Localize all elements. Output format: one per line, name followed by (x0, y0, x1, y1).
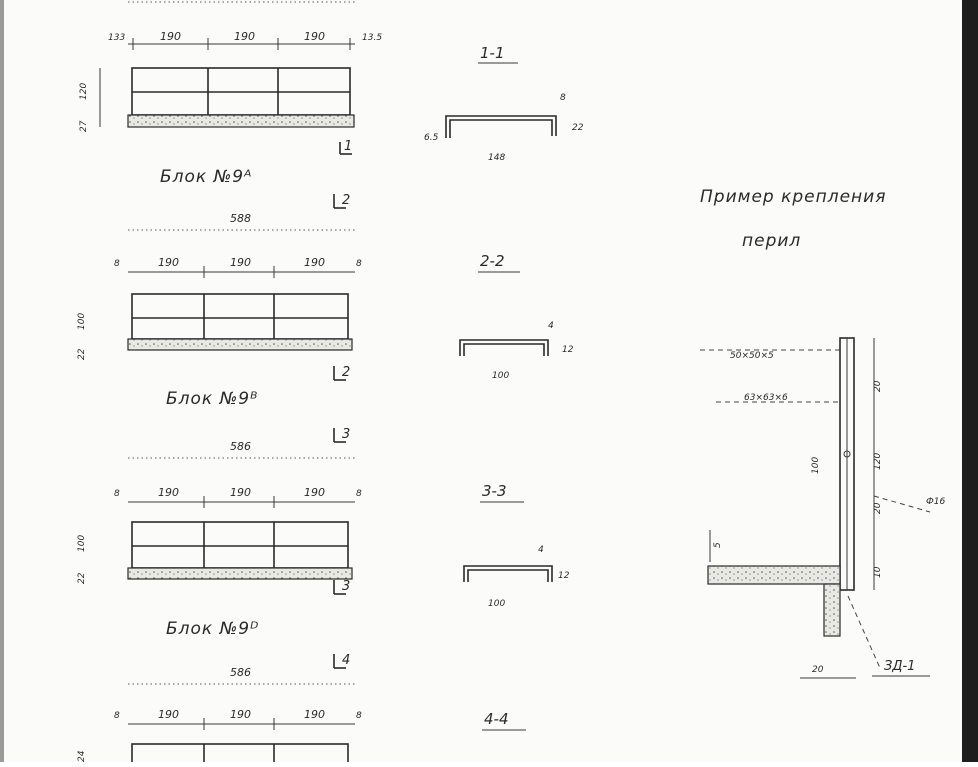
block-3-cut-top: 3 (342, 427, 350, 442)
section-3-dim-right: 12 (558, 571, 570, 581)
block-4-frame (131, 743, 349, 767)
section-2-dim-top: 4 (548, 321, 554, 331)
block-3-cut-bottom: 3 (342, 579, 350, 594)
block-4-dim-3: 190 (230, 708, 251, 721)
section-1-dim-top: 8 (560, 93, 566, 103)
block-1: 133 190 190 190 13.5 27 120 1 Блок №9ᴬ (79, 1, 382, 187)
block-3-side-1: 22 (77, 572, 87, 584)
detail-dim-right-1: 20 (873, 380, 883, 392)
callout-mid: 63×63×6 (744, 393, 788, 403)
section-2-dim-width: 100 (492, 371, 509, 381)
section-3-dim-top: 4 (538, 545, 544, 555)
detail-beam (823, 583, 841, 637)
detail-mark: ЗД-1 (884, 659, 915, 674)
block-1-dim-2: 190 (160, 30, 181, 43)
block-1-title: Блок №9ᴬ (160, 167, 252, 187)
block-3-total: 586 (230, 440, 251, 453)
scan-edge-right (962, 0, 978, 762)
bolt-hole (843, 450, 851, 458)
block-2-dim-1: 8 (114, 259, 120, 269)
section-2-2: 2-2 100 4 12 (459, 252, 574, 381)
detail-dim-right-2: 120 (873, 453, 883, 470)
block-4-dim-2: 190 (158, 708, 179, 721)
block-1-dim-5: 13.5 (362, 33, 382, 43)
block-3-dim-5: 8 (356, 489, 362, 499)
detail-dim-right-3: 20 (873, 502, 883, 514)
section-4-label: 4-4 (484, 710, 509, 728)
block-2-dim-2: 190 (158, 256, 179, 269)
block-2-cut-top: 2 (342, 193, 350, 208)
callout-top: 50×50×5 (730, 351, 774, 361)
block-2-dim-4: 190 (304, 256, 325, 269)
block-4-dim-5: 8 (356, 711, 362, 721)
section-4-4: 4-4 (482, 710, 526, 731)
block-2-side-2: 100 (77, 313, 87, 330)
block-1-side-2: 120 (79, 83, 89, 100)
block-4-dim-4: 190 (304, 708, 325, 721)
detail-dim-left: 100 (811, 457, 821, 474)
block-2-frame (131, 293, 349, 340)
detail-title-2: перил (742, 231, 801, 251)
block-3: 3 586 8 190 190 190 8 22 100 3 Блок №9ᴰ (77, 427, 362, 639)
block-3-title: Блок №9ᴰ (166, 619, 259, 639)
block-1-dim-4: 190 (304, 30, 325, 43)
block-1-side-1: 27 (79, 120, 89, 132)
section-1-dim-left: 6.5 (424, 133, 439, 143)
railing-detail: Пример крепления перил 50×50×5 63×63×6 2… (700, 187, 945, 679)
block-1-slab (127, 114, 355, 128)
block-3-frame (131, 521, 349, 569)
scan-edge (0, 0, 4, 762)
block-2-side-1: 22 (77, 348, 87, 360)
block-4-cut-top: 4 (342, 653, 350, 668)
section-3-3: 3-3 100 4 12 (463, 482, 570, 609)
section-1-1: 1-1 148 6.5 8 22 (424, 44, 584, 163)
block-4-dim-1: 8 (114, 711, 120, 721)
section-1-dim-width: 148 (488, 153, 505, 163)
block-4-side-1: 24 (77, 750, 87, 762)
block-2-title: Блок №9ᴮ (166, 389, 258, 409)
block-3-dim-4: 190 (304, 486, 325, 499)
section-3-label: 3-3 (482, 482, 507, 500)
section-1-dim-right: 22 (572, 123, 584, 133)
detail-dim-small: 5 (713, 542, 723, 548)
section-1-label: 1-1 (480, 44, 505, 62)
block-2-total: 588 (230, 212, 251, 225)
block-2-cut-bottom: 2 (342, 365, 350, 380)
detail-title-1: Пример крепления (700, 187, 886, 207)
bolt-label: Ф16 (926, 497, 945, 507)
detail-slab (707, 565, 841, 585)
detail-dim-right-4: 10 (873, 566, 883, 578)
section-2-label: 2-2 (480, 252, 505, 270)
block-1-cut: 1 (344, 139, 352, 154)
block-4: 4 586 8 190 190 190 8 24 (77, 653, 362, 767)
block-2-dim-5: 8 (356, 259, 362, 269)
section-2-dim-right: 12 (562, 345, 574, 355)
block-2-slab (127, 338, 353, 351)
block-3-dim-3: 190 (230, 486, 251, 499)
block-2-dim-3: 190 (230, 256, 251, 269)
block-2: 2 588 8 190 190 190 8 22 100 2 Блок №9ᴮ (77, 193, 362, 409)
detail-bottom-dim: 20 (812, 665, 824, 675)
block-4-total: 586 (230, 666, 251, 679)
block-3-dim-1: 8 (114, 489, 120, 499)
block-3-dim-2: 190 (158, 486, 179, 499)
block-3-side-2: 100 (77, 535, 87, 552)
block-1-dim-3: 190 (234, 30, 255, 43)
block-1-dim-1: 133 (108, 33, 125, 43)
block-3-slab (127, 567, 353, 580)
section-3-dim-width: 100 (488, 599, 505, 609)
